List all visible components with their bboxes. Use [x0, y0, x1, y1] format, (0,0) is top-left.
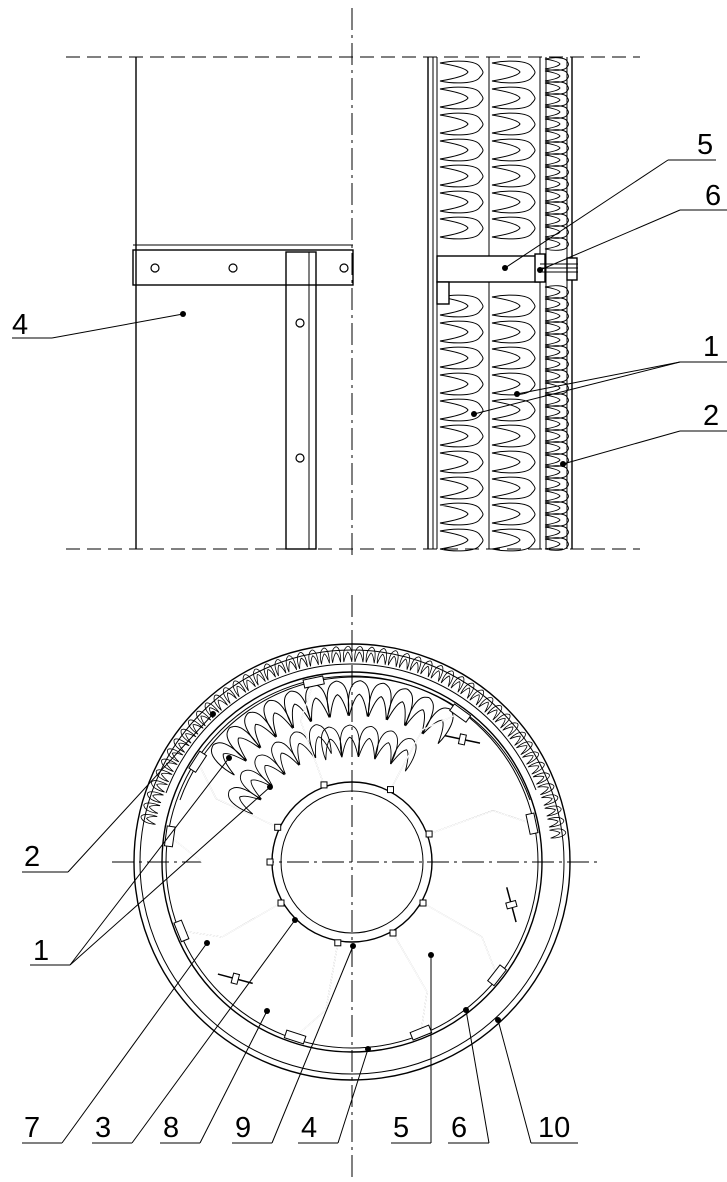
callout-2-upper: 2 [703, 400, 719, 432]
support-ring [161, 671, 543, 1053]
lower-section-view: 2 1 7 3 8 9 [22, 595, 600, 1182]
callout-5-upper: 5 [697, 129, 713, 161]
callout-5-lower: 5 [393, 1112, 409, 1144]
callout-3: 3 [95, 1112, 111, 1144]
callout-10: 10 [538, 1112, 570, 1144]
callout-6-upper: 6 [705, 180, 721, 212]
callout-8: 8 [163, 1112, 179, 1144]
lower-callouts: 2 1 7 3 8 9 [22, 711, 578, 1144]
insulation-section [427, 57, 578, 552]
bolt-hole [295, 453, 305, 463]
callout-4-lower: 4 [301, 1112, 317, 1144]
callout-1-lower: 1 [33, 935, 49, 967]
pipe-elevation [132, 57, 354, 550]
callout-9: 9 [235, 1112, 251, 1144]
bolt-hole [150, 263, 160, 273]
upper-elevation-view: 4 5 6 1 2 [12, 8, 727, 560]
callout-4-upper: 4 [12, 309, 28, 341]
callout-7: 7 [24, 1112, 40, 1144]
callout-6-lower: 6 [451, 1112, 467, 1144]
bolt-hole [295, 318, 305, 328]
support-brackets [163, 675, 539, 1045]
upper-callouts: 4 5 6 1 2 [12, 129, 727, 467]
callout-1-upper: 1 [703, 331, 719, 363]
outer-casing [133, 643, 571, 1081]
bolt-hole [228, 263, 238, 273]
bolt-hole [339, 263, 349, 273]
callout-2-lower: 2 [24, 841, 40, 873]
